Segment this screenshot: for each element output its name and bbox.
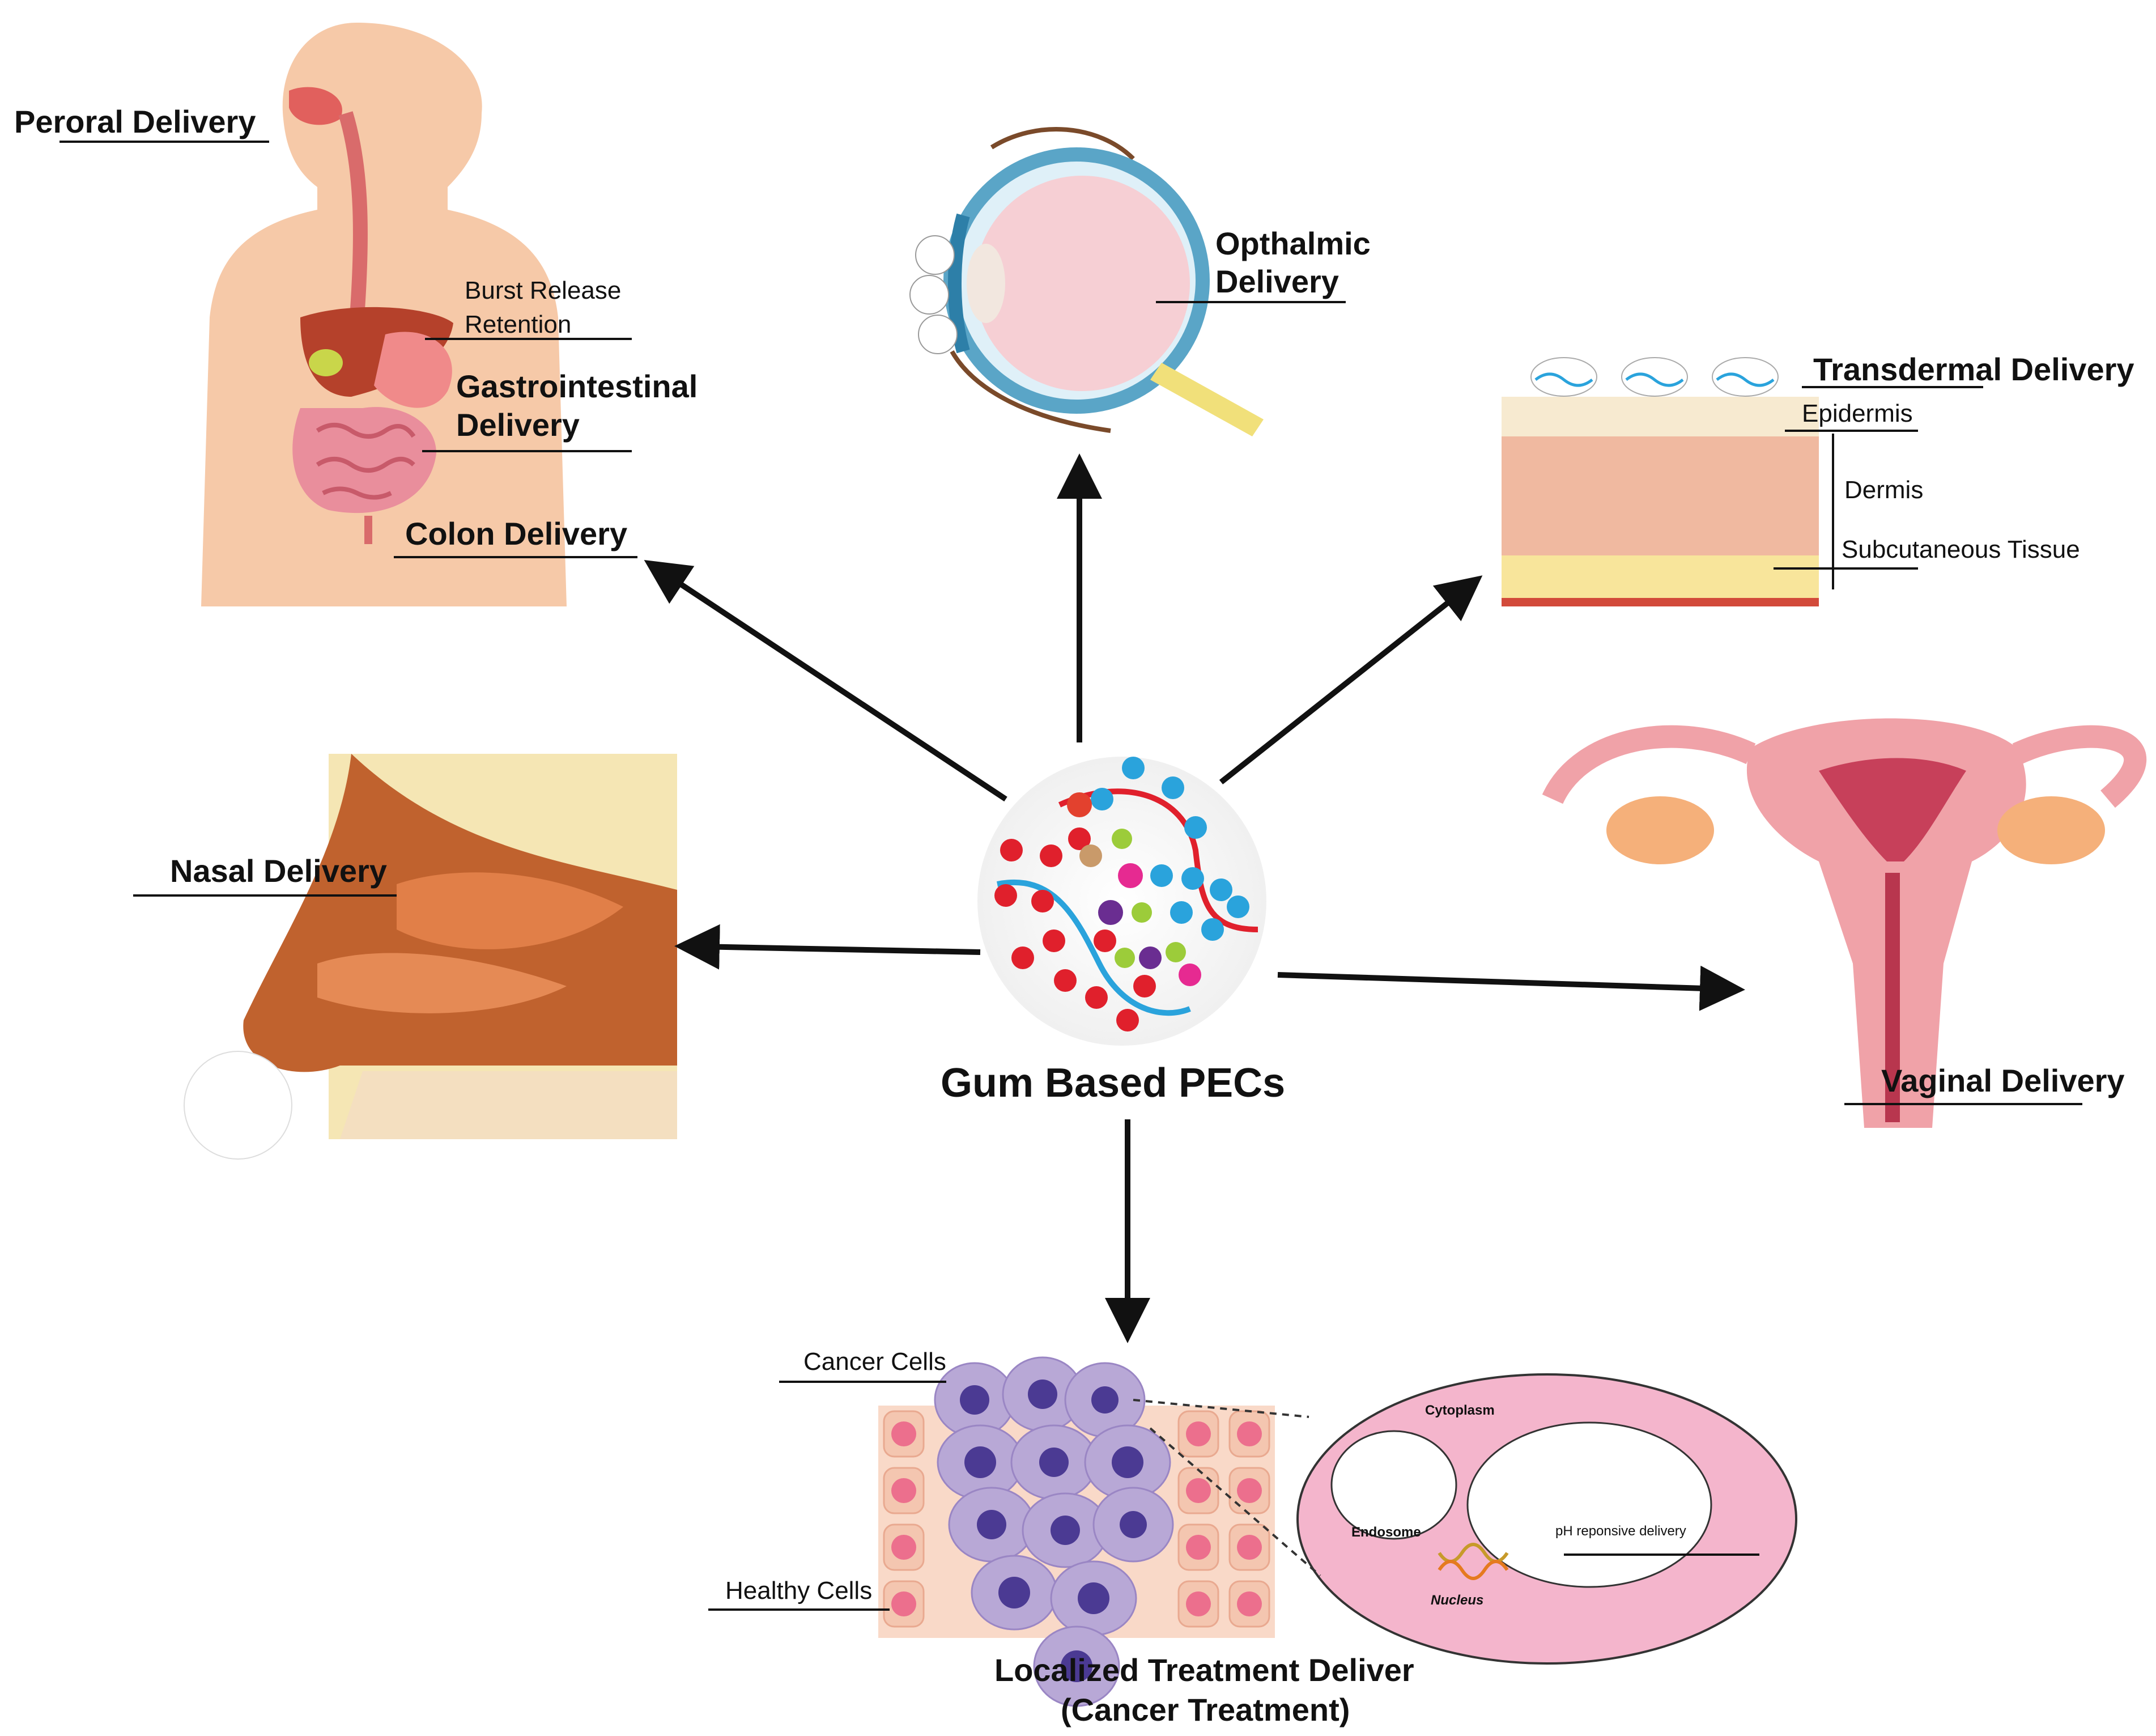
ph-responsive-label: pH reponsive delivery	[1555, 1523, 1686, 1539]
skin-layers-illustration	[1502, 357, 1819, 606]
arrow-to-skin	[1219, 575, 1483, 784]
peroral-delivery-label: Peroral Delivery	[14, 104, 256, 139]
dermis-label: Dermis	[1844, 476, 1924, 504]
localized-treatment-label: Localized Treatment Deliver	[994, 1652, 1414, 1688]
healthy-cells-label: Healthy Cells	[725, 1577, 873, 1605]
burst-release-label: Burst Release	[465, 277, 622, 304]
gastrointestinal-delivery-label: Delivery	[456, 407, 580, 443]
gum-based-pecs-title: Gum Based PECs	[941, 1060, 1286, 1106]
cancer-treatment-label: (Cancer Treatment)	[1061, 1692, 1350, 1727]
arrow-to-gi	[644, 559, 1007, 802]
eye-illustration	[909, 127, 1264, 436]
pec-particle-illustration	[977, 757, 1266, 1046]
gastrointestinal-label: Gastrointestinal	[456, 368, 698, 404]
arrow-to-uterus	[1277, 965, 1745, 1011]
opthalmic-delivery-label: Delivery	[1215, 264, 1339, 299]
nasal-cavity-illustration	[184, 754, 678, 1160]
cell-zoom-illustration	[1133, 1373, 1797, 1665]
tissue-illustration	[878, 1356, 1275, 1707]
cytoplasm-label: Cytoplasm	[1425, 1403, 1495, 1418]
human-body-illustration	[201, 23, 567, 606]
subcutaneous-tissue-label: Subcutaneous Tissue	[1842, 536, 2080, 563]
colon-delivery-label: Colon Delivery	[405, 516, 628, 551]
opthalmic-label: Opthalmic	[1215, 226, 1371, 261]
epidermis-label: Epidermis	[1802, 400, 1913, 427]
endosome-label: Endosome	[1351, 1525, 1421, 1540]
arrow-to-nasal	[674, 924, 981, 970]
cancer-cells-label: Cancer Cells	[803, 1348, 946, 1376]
nucleus-label: Nucleus	[1431, 1593, 1484, 1608]
transdermal-delivery-label: Transdermal Delivery	[1813, 351, 2134, 387]
retention-label: Retention	[465, 311, 572, 338]
vaginal-delivery-label: Vaginal Delivery	[1881, 1063, 2125, 1098]
uterus-illustration	[1542, 718, 2147, 1128]
nasal-delivery-label: Nasal Delivery	[170, 853, 387, 889]
